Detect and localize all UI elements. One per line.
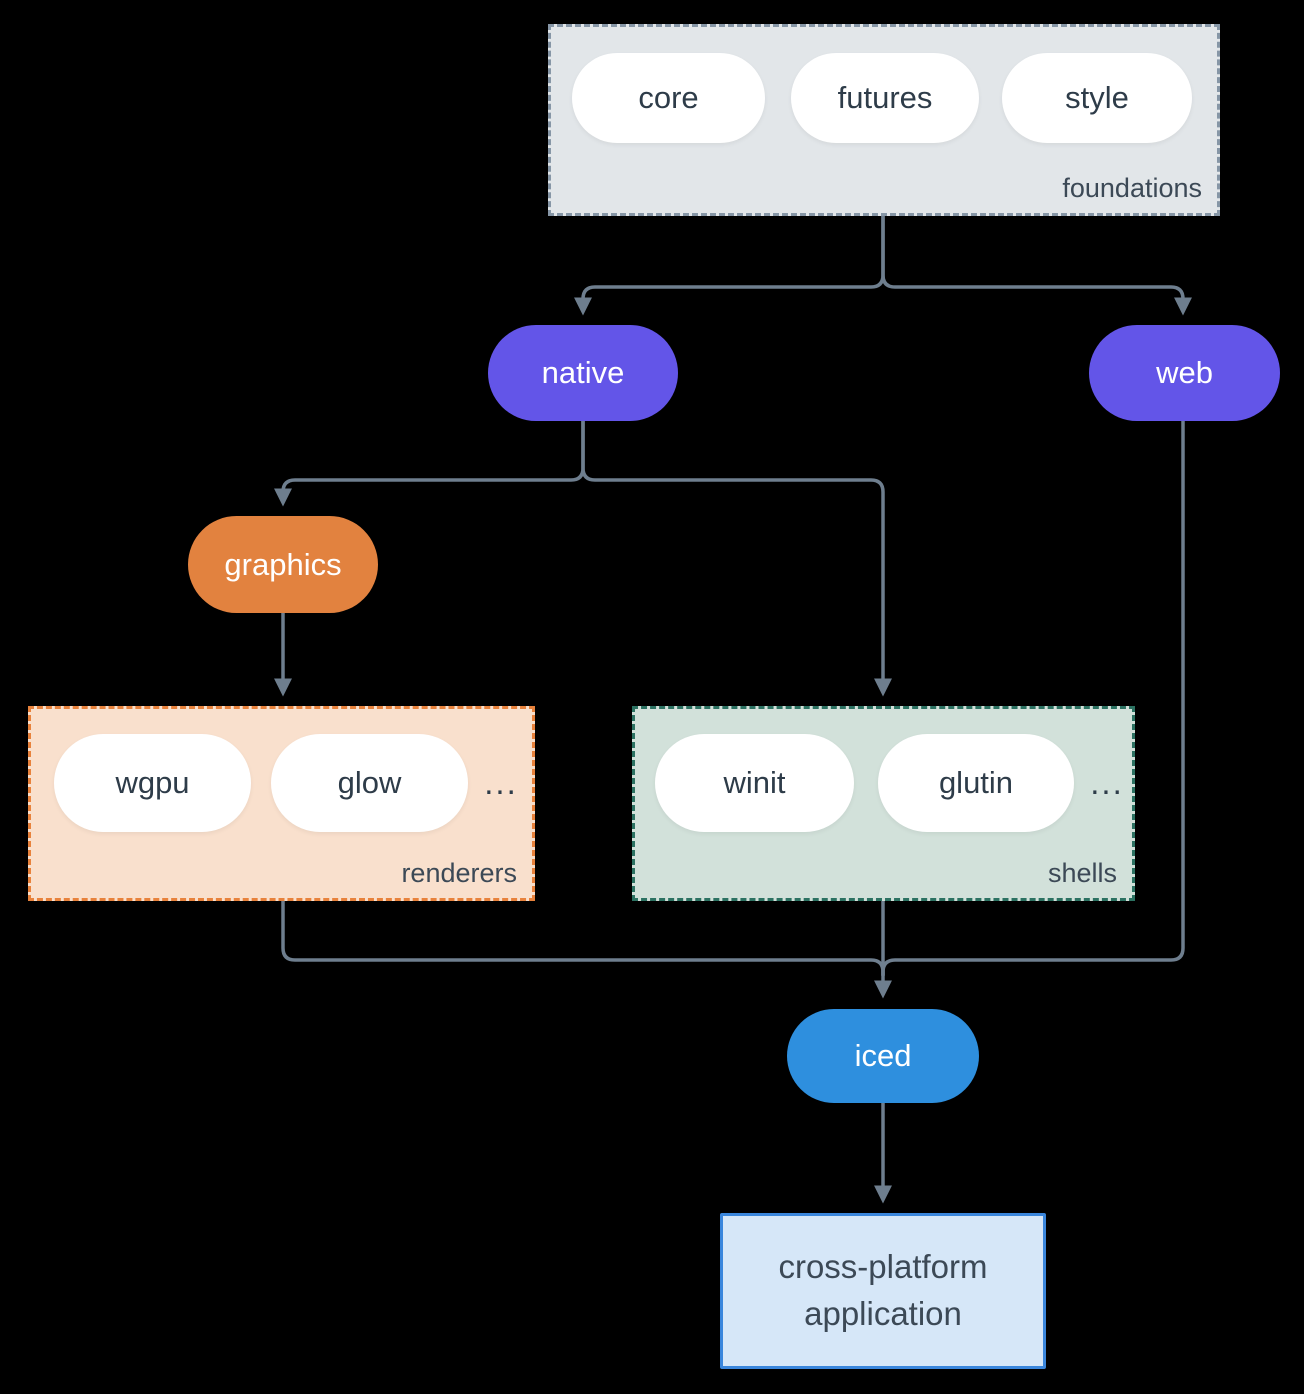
- arrow-foundations-to-native: [573, 214, 885, 316]
- shells-group: winit glutin ... shells: [632, 706, 1135, 901]
- foundations-label: foundations: [1062, 173, 1202, 203]
- node-native: native: [488, 325, 678, 421]
- renderers-group: wgpu glow ... renderers: [28, 706, 535, 901]
- renderers-label: renderers: [401, 858, 517, 888]
- node-graphics: graphics: [188, 516, 378, 613]
- node-web: web: [1089, 325, 1280, 421]
- node-core: core: [572, 53, 765, 143]
- renderers-ellipsis: ...: [484, 764, 518, 801]
- line-renderers-to-merge: [281, 899, 885, 977]
- shells-label: shells: [1047, 858, 1117, 888]
- node-glutin: glutin: [878, 734, 1074, 832]
- arrow-foundations-to-web: [881, 214, 1193, 316]
- foundations-group: core futures style foundations: [548, 24, 1220, 216]
- node-style: style: [1002, 53, 1192, 143]
- application-box: cross-platform application: [720, 1213, 1046, 1369]
- node-glow: glow: [271, 734, 468, 832]
- node-wgpu: wgpu: [54, 734, 251, 832]
- shells-ellipsis: ...: [1090, 764, 1124, 801]
- arrow-native-to-graphics: [273, 419, 585, 507]
- node-iced: iced: [787, 1009, 979, 1103]
- arrow-native-to-shells: [581, 419, 893, 697]
- node-winit: winit: [655, 734, 854, 832]
- node-futures: futures: [791, 53, 979, 143]
